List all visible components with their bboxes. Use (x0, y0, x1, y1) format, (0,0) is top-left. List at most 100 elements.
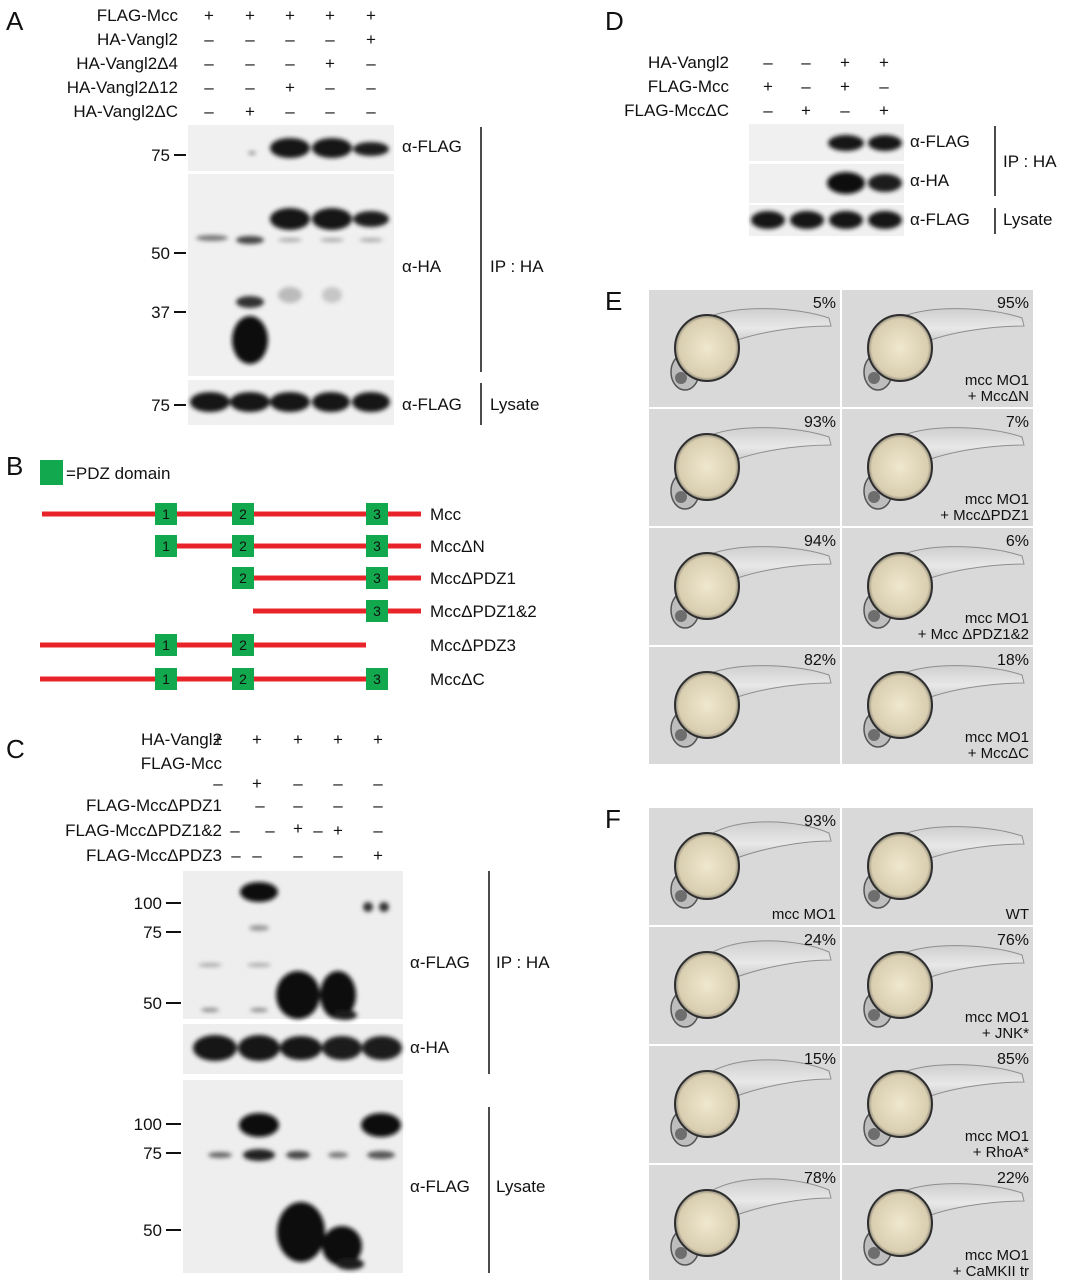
sign: – (204, 102, 214, 121)
pdz-domain (155, 634, 177, 656)
mw-label: 37 (151, 303, 170, 322)
sign: + (285, 6, 295, 25)
embryo-tail (710, 427, 832, 468)
embryo-image-cell: 76%mcc MO1+ JNK* (842, 927, 1033, 1044)
embryo-eye (675, 1128, 687, 1140)
sign: – (879, 77, 889, 96)
embryo-percentage: 24% (804, 932, 836, 949)
sign: – (325, 30, 335, 49)
embryo-yolk (674, 951, 740, 1019)
embryo-yolk (867, 314, 933, 382)
embryo-eye (675, 491, 687, 503)
construct-name: MccΔC (430, 670, 485, 689)
panel-c: HA-Vangl2 FLAG-Mcc FLAG-MccΔPDZ1 FLAG-Mc… (65, 730, 550, 1273)
embryo-condition-line1: mcc MO1 (965, 729, 1029, 746)
pdz-domain (232, 503, 254, 525)
pdz-domain (366, 600, 388, 622)
mw-label: 50 (143, 994, 162, 1013)
pdz-domain (232, 535, 254, 557)
sign: – (325, 78, 335, 97)
sign: + (801, 101, 811, 120)
sign: – (801, 77, 811, 96)
sign: – (255, 796, 265, 815)
sign: + (293, 819, 303, 838)
embryo-tail (903, 427, 1025, 468)
sign: – (313, 821, 323, 840)
embryo-tail (903, 665, 1025, 706)
sign: – (204, 54, 214, 73)
sign: – (245, 30, 255, 49)
panel-letter-b: B (6, 451, 23, 481)
embryo-condition-line1: mcc MO1 (965, 372, 1029, 389)
embryo-image-cell: 24% (649, 927, 840, 1044)
mw-label: 100 (134, 894, 162, 913)
lane-label: HA-Vangl2Δ4 (76, 54, 178, 73)
sign: – (293, 796, 303, 815)
embryo-yolk (867, 552, 933, 620)
sign: – (252, 846, 262, 865)
sign: – (265, 821, 275, 840)
embryo-tail (710, 546, 832, 587)
lane-label: FLAG-MccΔPDZ1 (86, 796, 222, 815)
sign: + (245, 102, 255, 121)
embryo-tail (903, 1064, 1025, 1105)
sign: – (763, 53, 773, 72)
group-label-lysate: Lysate (496, 1177, 545, 1196)
embryo-eye (675, 729, 687, 741)
embryo-eye (868, 1247, 880, 1259)
pdz-domain-number: 1 (162, 538, 170, 554)
antibody-label: α-FLAG (402, 395, 462, 414)
sign: – (213, 774, 223, 793)
embryo-eye (675, 372, 687, 384)
embryo-percentage: 82% (804, 652, 836, 669)
embryo-tail (903, 1183, 1025, 1224)
panel-a: FLAG-Mcc HA-Vangl2 HA-Vangl2Δ4 HA-Vangl2… (67, 6, 544, 425)
mw-label: 75 (151, 396, 170, 415)
embryo-percentage: 85% (997, 1051, 1029, 1068)
embryo-eye (868, 610, 880, 622)
sign: – (366, 54, 376, 73)
embryo-yolk (674, 832, 740, 900)
pdz-domain-number: 2 (239, 637, 247, 653)
sign: – (204, 78, 214, 97)
sign: + (366, 6, 376, 25)
lane-label: FLAG-Mcc (141, 754, 223, 773)
sign: – (840, 101, 850, 120)
embryo-percentage: 5% (813, 295, 836, 312)
lane-label: HA-Vangl2 (97, 30, 178, 49)
blot-a-ha-ip-bands (196, 208, 389, 364)
blot-a-flag-lysate-bands (190, 392, 390, 412)
panel-a-mw-markers: 75 50 37 75 (151, 146, 186, 415)
sign: – (293, 846, 303, 865)
sign: + (285, 78, 295, 97)
embryo-percentage: 6% (1006, 533, 1029, 550)
lane-label: FLAG-MccΔC (624, 101, 729, 120)
embryo-condition-line2: + MccΔN (968, 388, 1029, 405)
embryo-percentage: 18% (997, 652, 1029, 669)
embryo-yolk (867, 433, 933, 501)
construct-name: MccΔPDZ3 (430, 636, 516, 655)
mw-label: 100 (134, 1115, 162, 1134)
panel-letter-f: F (605, 804, 621, 834)
blot-c-flag-ip-bands (198, 882, 389, 1020)
mw-label: 50 (151, 244, 170, 263)
embryo-condition-line2: + MccΔPDZ1 (940, 507, 1029, 524)
panel-c-signs: + + + + + – + – – – – – + – – – – – + – … (213, 730, 383, 865)
pdz-domain-number: 3 (373, 671, 381, 687)
lane-label: FLAG-Mcc (648, 77, 730, 96)
embryo-image-cell: 78% (649, 1165, 840, 1280)
embryo-eye (868, 1128, 880, 1140)
embryo-condition-line2: + CaMKII tr (953, 1263, 1029, 1280)
sign: – (245, 78, 255, 97)
embryo-yolk (867, 951, 933, 1019)
pdz-domain-number: 2 (239, 538, 247, 554)
sign: – (333, 846, 343, 865)
embryo-yolk (674, 1189, 740, 1257)
panel-letter-c: C (6, 734, 25, 764)
sign: + (879, 101, 889, 120)
pdz-domain (232, 634, 254, 656)
embryo-image-cell: 5% (649, 290, 840, 407)
sign: – (373, 796, 383, 815)
